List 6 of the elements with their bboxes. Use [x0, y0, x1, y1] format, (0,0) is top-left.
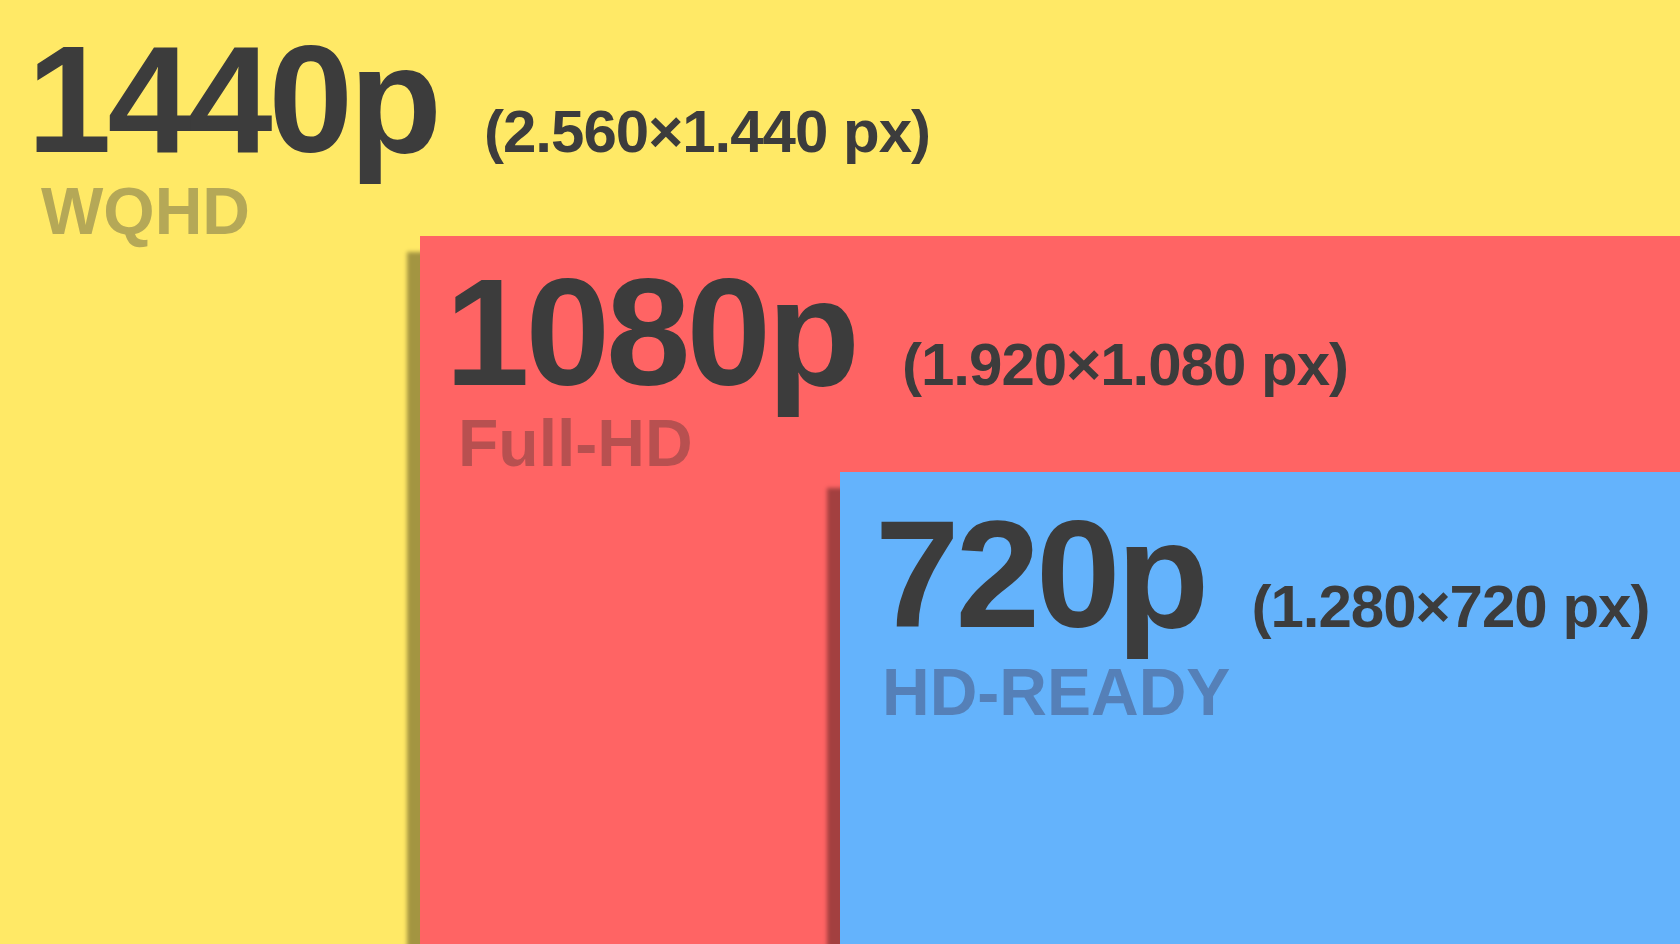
pixel-dimensions: (2.560×1.440 px): [484, 97, 931, 167]
resolution-panel: [840, 472, 1680, 944]
resolution-panel: [420, 236, 1680, 944]
pixel-dimensions: (1.920×1.080 px): [902, 330, 1349, 400]
resolution-label: 720p: [875, 489, 1207, 660]
pixel-dimensions: (1.280×720 px): [1251, 572, 1651, 642]
